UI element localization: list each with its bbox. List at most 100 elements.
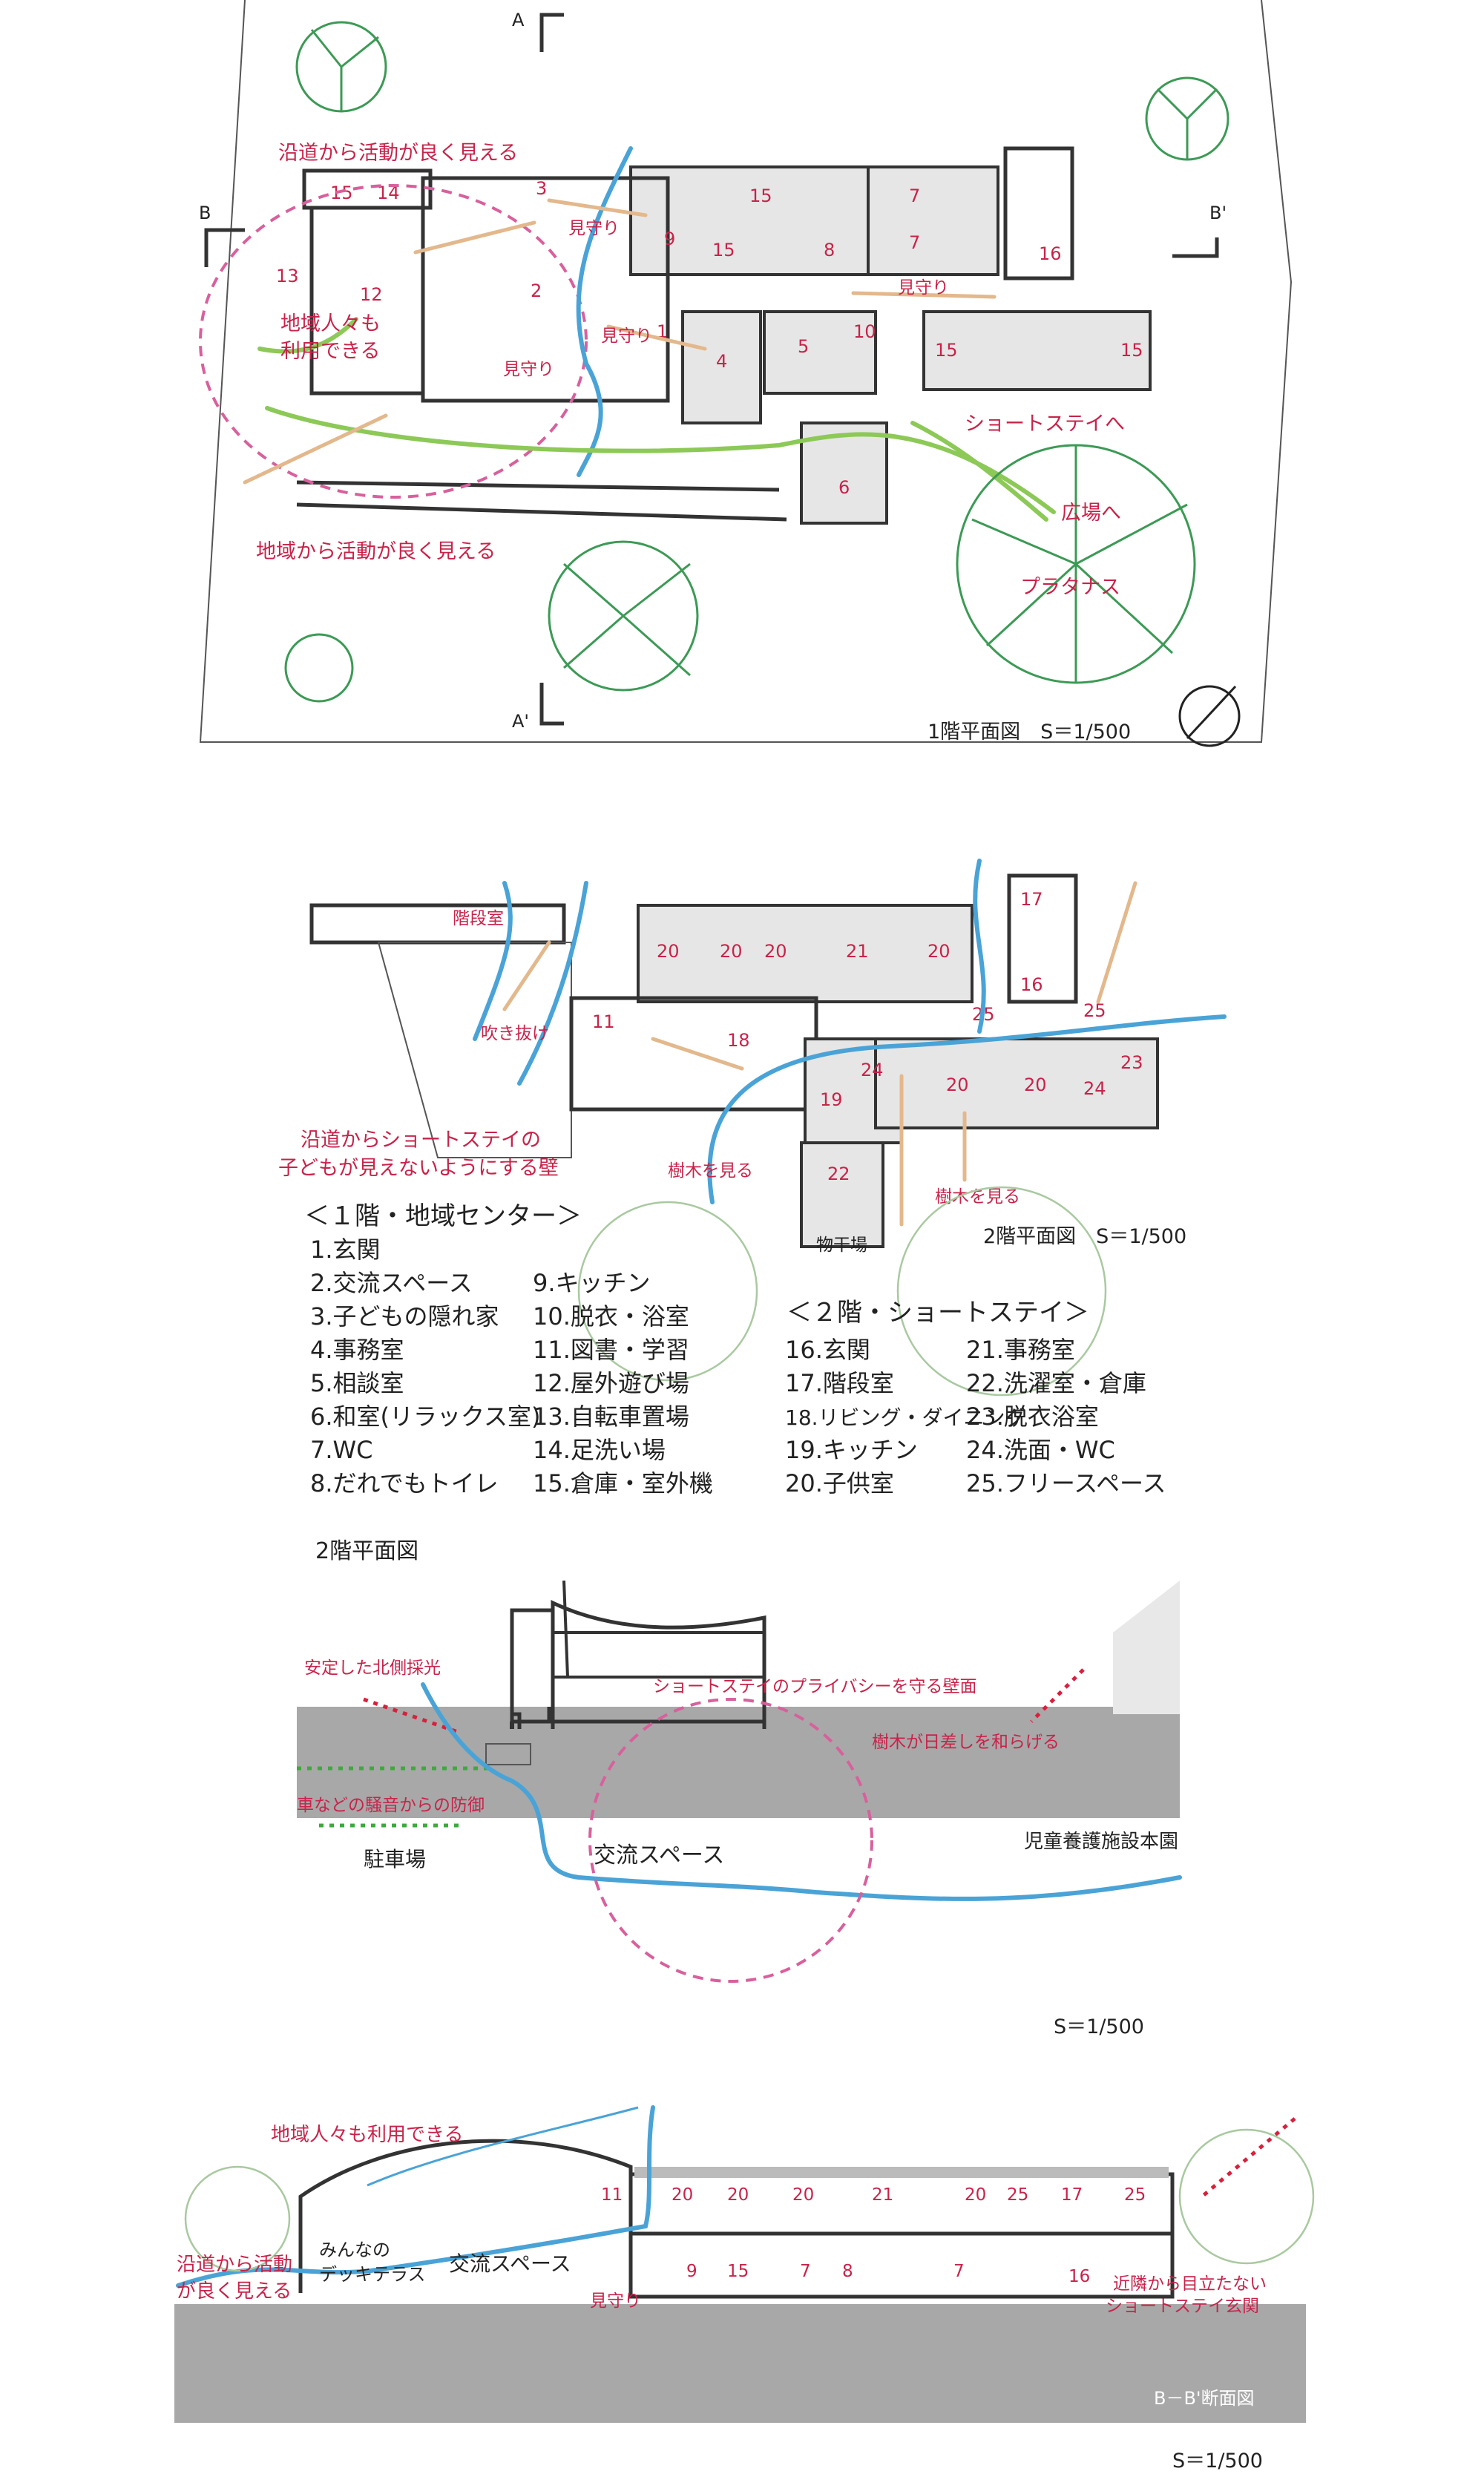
annotation-community-use-2: 利用できる	[280, 340, 380, 363]
legend-item: 13.自転車置場	[533, 1402, 689, 1431]
room-num: 12	[360, 284, 383, 305]
compass-needle-icon	[1186, 685, 1237, 740]
legend-item: 1.玄関	[310, 1236, 381, 1264]
room-num: 18	[727, 1030, 750, 1051]
room-num: 16	[1068, 2267, 1090, 2286]
room-num: 15	[749, 186, 772, 206]
annotation-mimamori: 見守り	[601, 327, 652, 346]
sight-line	[606, 324, 707, 351]
legend-item: 25.フリースペース	[966, 1469, 1166, 1497]
sight-line	[851, 291, 997, 299]
legend-heading-2f: ＜２階・ショートステイ＞	[787, 1298, 1089, 1328]
section-b: 11 20 20 20 21 20 25 17 25 9 15 7 8 7 16…	[174, 2105, 1315, 2473]
room-num: 9	[664, 229, 675, 249]
car-icon	[485, 1743, 531, 1765]
void-outline	[377, 942, 572, 1158]
room-num: 20	[657, 941, 680, 962]
roof-slab	[634, 2167, 1169, 2178]
section-label-b-prime: B'	[1209, 203, 1227, 223]
annotation-platanus: プラタナス	[1020, 576, 1120, 599]
label-main-facility: 児童養護施設本園	[1024, 1831, 1178, 1853]
shortstay-stair	[1003, 146, 1074, 280]
flow-arrow-blue	[576, 146, 633, 366]
legend-item: 18.リビング・ダイニング	[785, 1405, 1026, 1430]
legend-item: 15.倉庫・室外機	[533, 1469, 713, 1497]
sun-arrow	[1030, 1668, 1085, 1723]
north-light-arrow	[363, 1697, 461, 1735]
legend-item: 21.事務室	[966, 1336, 1075, 1364]
label-road-view-2: が良く見える	[177, 2280, 292, 2303]
room-legend: ＜１階・地域センター＞ 1.玄関 2.交流スペース 3.子どもの隠れ家 4.事務…	[304, 1201, 1166, 1564]
room-num: 7	[909, 186, 920, 206]
flow-arrow-blue-3	[707, 1014, 1227, 1204]
wc-block	[867, 165, 999, 276]
room-num: 20	[965, 2185, 986, 2205]
legend-item: 6.和室(リラックス室)	[310, 1402, 541, 1431]
tree-icon	[1145, 76, 1229, 161]
room-num: 8	[824, 240, 835, 260]
room-num: 20	[727, 2185, 749, 2205]
legend-item: 23.脱衣浴室	[966, 1402, 1099, 1431]
room-num: 16	[1020, 974, 1043, 995]
room-num: 2	[531, 280, 542, 301]
room-num: 25	[1124, 2185, 1146, 2205]
plan2-room-numbers: 20 20 20 21 20 17 16 25 11 18 24 19 20 2…	[592, 889, 1143, 1184]
void-label: 吹き抜け	[481, 1024, 549, 1043]
flow-arrow-blue	[176, 2105, 655, 2288]
flow-arrow-green-2	[257, 317, 358, 354]
legend-item: 3.子どもの隠れ家	[310, 1302, 499, 1331]
legend-item: 4.事務室	[310, 1336, 404, 1364]
tree-view-label: 樹木を見る	[668, 1161, 753, 1181]
roof-skylight	[367, 2106, 639, 2187]
room-num: 20	[720, 941, 743, 962]
legend-item: 5.相談室	[310, 1369, 404, 1397]
room-num: 11	[601, 2185, 623, 2205]
room-num: 24	[1083, 1078, 1106, 1099]
tree-icon	[184, 2128, 1315, 2272]
site-boundary	[199, 0, 1293, 743]
tree-icon	[284, 633, 354, 703]
room-num: 20	[928, 941, 951, 962]
room-num: 15	[330, 183, 353, 203]
room-num: 10	[853, 321, 876, 342]
room-num: 20	[672, 2185, 693, 2205]
room-num: 15	[712, 240, 735, 260]
flow-arrow-green	[265, 406, 1056, 514]
legend-item: 24.洗面・WC	[966, 1436, 1115, 1464]
drying-area-label: 物干場	[816, 1236, 867, 1255]
sight-line	[651, 1037, 744, 1071]
laundry-storage	[800, 1141, 884, 1248]
canopy-line	[296, 480, 780, 492]
legend-item: 19.キッチン	[785, 1436, 918, 1464]
room-num: 20	[1024, 1075, 1047, 1095]
room-num: 7	[800, 2262, 811, 2281]
section-mark-b-right	[1172, 237, 1219, 258]
room-num: 25	[1007, 2185, 1028, 2205]
plan1-room-numbers: 15 14 3 15 7 9 15 8 7 16 13 12 2 1 4 5 1…	[276, 178, 1143, 498]
room-num: 17	[1020, 889, 1043, 910]
stair-bridge	[309, 903, 566, 945]
sight-line	[547, 198, 648, 217]
label-exchange: 交流スペース	[594, 1843, 724, 1869]
section-label-b: B	[199, 203, 211, 223]
sight-line	[243, 413, 388, 485]
room-num: 20	[792, 2185, 814, 2205]
legend-item: 16.玄関	[785, 1336, 870, 1364]
room-num: 17	[1061, 2185, 1083, 2205]
legend-item: 8.だれでもトイレ	[310, 1469, 499, 1497]
room-num: 8	[842, 2262, 853, 2281]
flow-arrow-blue-2	[517, 881, 588, 1086]
room-num: 7	[953, 2262, 965, 2281]
section-b-title: B－B'断面図	[1154, 2388, 1255, 2409]
legend-item: 12.屋外遊び場	[533, 1369, 689, 1397]
legend-item: 17.階段室	[785, 1369, 894, 1397]
section-a-labels: 安定した北側採光 ショートステイのプライバシーを守る壁面 樹木が日差しを和らげる…	[297, 1659, 1178, 2038]
room-num: 21	[872, 2185, 893, 2205]
annotation-to-plaza: 広場へ	[1061, 502, 1121, 525]
section-label-a-prime: A'	[512, 711, 529, 732]
annotation-community-view: 地域から活動が良く見える	[256, 540, 496, 563]
legend-item: 20.子供室	[785, 1469, 894, 1497]
room-num: 9	[686, 2262, 697, 2281]
flow-arrow-blue	[421, 1682, 1182, 1901]
